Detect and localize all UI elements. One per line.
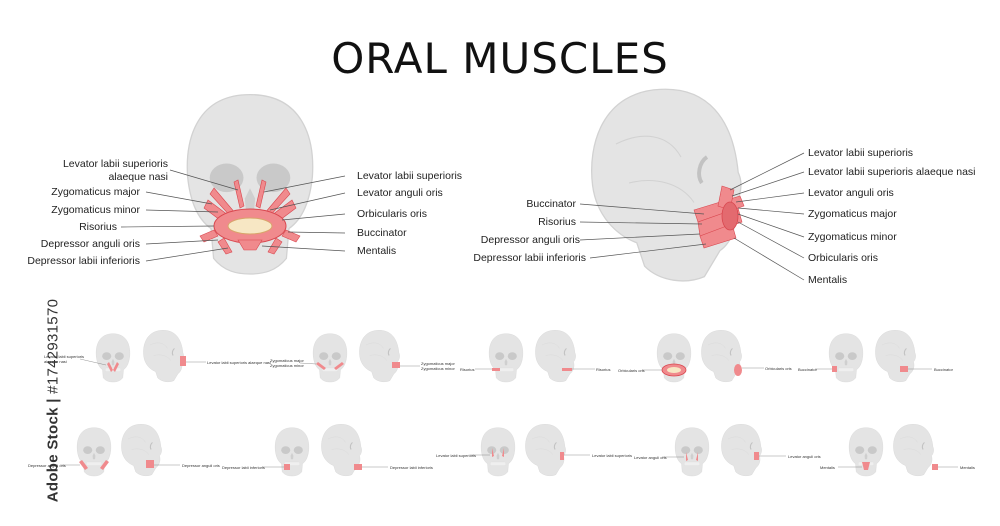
- label-zygomaticus-minor: Zygomaticus minor: [51, 204, 140, 216]
- label-levator-labii-superioris-alaeque-nasi: Levator labii superioris alaeque nasi: [62, 158, 168, 183]
- mini-label: Mentalis: [960, 465, 975, 470]
- label-buccinator: Buccinator: [357, 227, 407, 239]
- label-levator-labii-superioris: Levator labii superioris: [357, 170, 463, 182]
- mini-label: Risorius: [460, 367, 475, 372]
- watermark-separator: |: [44, 398, 62, 403]
- page-title: ORAL MUSCLES: [331, 34, 669, 83]
- mini-label: Risorius: [596, 367, 611, 372]
- label-orbicularis-oris: Orbicularis oris: [357, 208, 428, 220]
- mini-label: Zygomaticus major Zygomaticus minor: [270, 358, 304, 368]
- side-leader-lines: [579, 152, 805, 281]
- label-side-zygomaticus-major: Zygomaticus major: [808, 208, 897, 220]
- label-side-orbicularis-oris: Orbicularis oris: [808, 252, 879, 264]
- label-side-risorius: Risorius: [538, 216, 576, 228]
- mini-label: Zygomaticus major Zygomaticus minor: [421, 361, 455, 371]
- mini-label: Levator anguli oris: [788, 454, 821, 459]
- mini-label: Orbicularis oris: [765, 366, 792, 371]
- mini-row-1: [79, 329, 932, 383]
- front-leader-lines: [120, 169, 346, 262]
- mini-label: Levator labii superioris alaeque nasi: [207, 360, 271, 365]
- label-risorius: Risorius: [79, 221, 117, 233]
- mini-label: Levator labii superioris: [436, 453, 477, 458]
- mini-label: Buccinator: [798, 367, 817, 372]
- label-side-zygomaticus-minor: Zygomaticus minor: [808, 231, 897, 243]
- mini-label: Orbicularis oris: [618, 368, 645, 373]
- label-side-levator-labii-superioris: Levator labii superioris: [808, 147, 914, 159]
- label-side-mentalis: Mentalis: [808, 274, 848, 286]
- mini-label: Depressor labii inferioris: [390, 465, 433, 470]
- label-depressor-labii-inferioris: Depressor labii inferioris: [27, 255, 140, 267]
- mini-row-2: [60, 423, 958, 477]
- label-side-levator-labii-superioris-alaeque-nasi: Levator labii superioris alaeque nasi: [808, 166, 976, 178]
- label-side-depressor-labii-inferioris: Depressor labii inferioris: [473, 252, 586, 264]
- watermark-id: #1742931570: [44, 298, 62, 394]
- mini-label: Depressor labii inferioris: [222, 465, 265, 470]
- mini-label: Buccinator: [934, 367, 953, 372]
- label-side-buccinator: Buccinator: [526, 198, 576, 210]
- label-side-depressor-anguli-oris: Depressor anguli oris: [480, 234, 580, 246]
- front-muscles: [199, 179, 301, 255]
- adobe-stock-watermark: Adobe Stock | #1742931570: [45, 276, 62, 526]
- label-side-levator-anguli-oris: Levator anguli oris: [808, 187, 894, 199]
- label-mentalis: Mentalis: [357, 245, 397, 257]
- watermark-brand: Adobe Stock: [44, 407, 62, 503]
- mini-label: Depressor anguli oris: [182, 463, 220, 468]
- mini-label: Depressor anguli oris: [28, 463, 66, 468]
- side-muscles: [693, 185, 745, 249]
- mini-label: Levator anguli oris: [634, 455, 667, 460]
- mini-label: Levator labii superioris alaeque nasi: [44, 354, 85, 364]
- side-skull: [589, 87, 743, 283]
- mini-label: Mentalis: [820, 465, 835, 470]
- label-levator-anguli-oris: Levator anguli oris: [357, 187, 443, 199]
- mini-label: Levator labii superioris: [592, 453, 633, 458]
- label-depressor-anguli-oris: Depressor anguli oris: [40, 238, 140, 250]
- label-zygomaticus-major: Zygomaticus major: [51, 186, 140, 198]
